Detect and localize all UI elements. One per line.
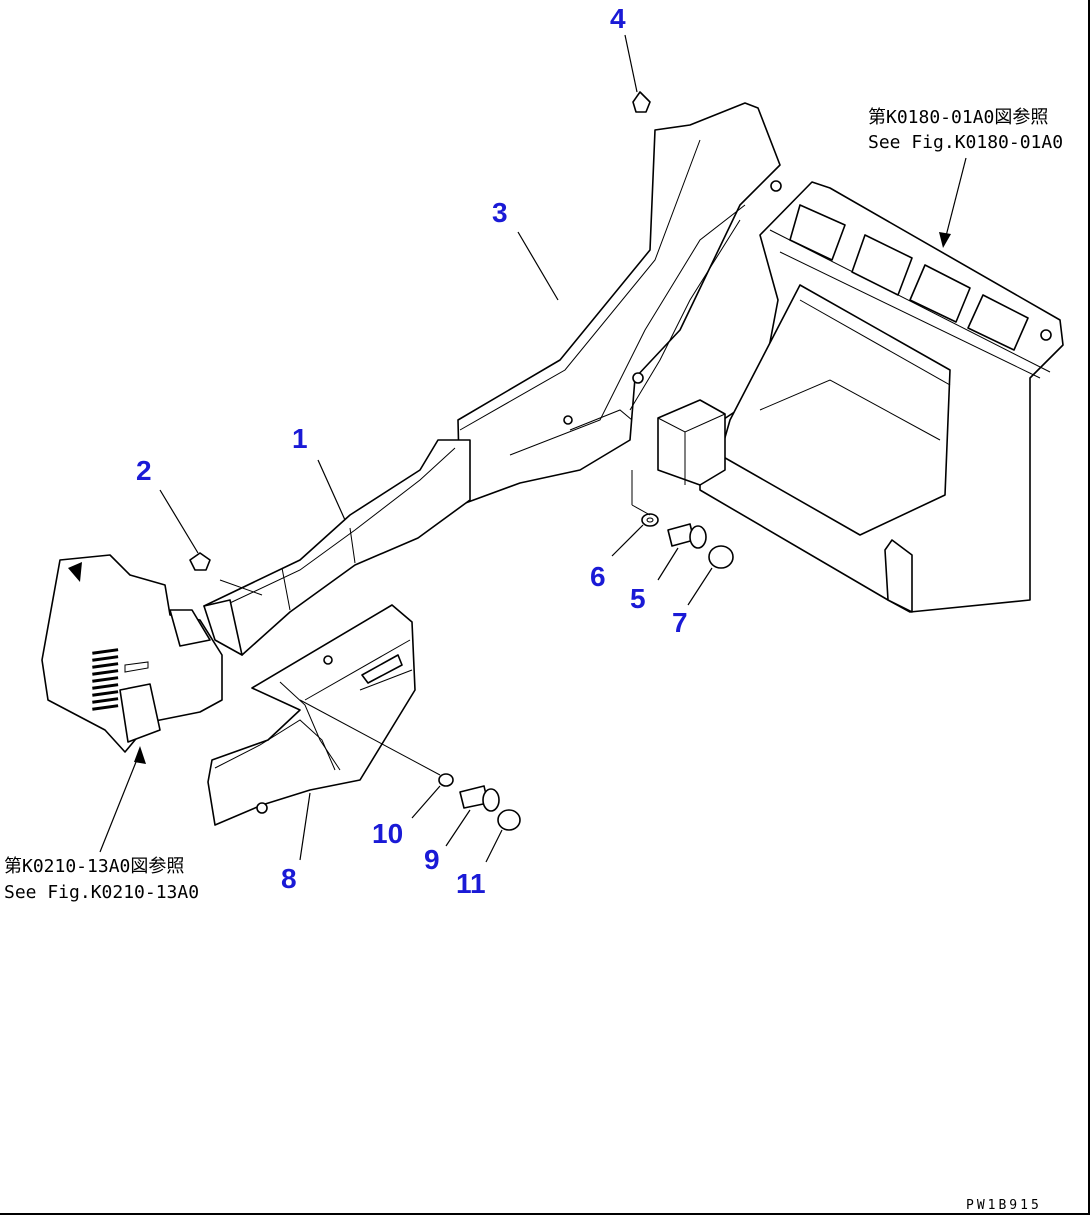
- front-cover: [41, 554, 223, 753]
- vent-slot: [92, 655, 119, 662]
- vent-slot: [92, 648, 119, 655]
- reference-top-right: 第K0180-01A0図参照 See Fig.K0180-01A0: [868, 107, 1063, 153]
- callout-2: 2: [136, 455, 152, 486]
- clip-4: [632, 91, 651, 113]
- clip-2: [189, 552, 211, 571]
- callout-5: 5: [630, 583, 646, 614]
- vent-slot: [92, 697, 119, 704]
- drawing-code: PW1B915: [966, 1198, 1042, 1213]
- cap-7: [708, 545, 734, 569]
- pillar-cover-3: [457, 102, 781, 506]
- callout-8: 8: [281, 863, 297, 894]
- reference-top-right-en: See Fig.K0180-01A0: [868, 132, 1063, 153]
- vent-slot: [92, 683, 119, 690]
- reference-bottom-left-en: See Fig.K0210-13A0: [4, 882, 199, 903]
- trim-strip-1: [203, 439, 471, 656]
- leader-lines: [99, 34, 967, 863]
- vent-slot: [92, 669, 119, 676]
- vent-slot: [92, 676, 119, 683]
- callout-10: 10: [372, 818, 403, 849]
- reference-bottom-left-jp: 第K0210-13A0図参照: [4, 856, 184, 877]
- callout-1: 1: [292, 423, 308, 454]
- callouts: 1 2 3 4 5 6 7 8 9 10 11: [136, 3, 688, 899]
- callout-4: 4: [610, 3, 626, 34]
- vent-slot: [92, 690, 119, 697]
- callout-7: 7: [672, 607, 688, 638]
- reference-top-right-jp: 第K0180-01A0図参照: [868, 107, 1048, 128]
- reference-bottom-left: 第K0210-13A0図参照 See Fig.K0210-13A0: [4, 856, 199, 903]
- bolt-5: [667, 523, 707, 549]
- cap-11: [497, 809, 521, 831]
- washer-6: [641, 513, 659, 527]
- callout-6: 6: [590, 561, 606, 592]
- vent-slot: [92, 704, 119, 711]
- vent-slot: [92, 662, 119, 669]
- callout-3: 3: [492, 197, 508, 228]
- lower-trim-8: [207, 604, 416, 826]
- callout-9: 9: [424, 844, 440, 875]
- cover-vent-grille: [92, 648, 119, 711]
- bolt-9: [459, 785, 500, 812]
- rear-panel: [657, 180, 1064, 613]
- washer-10: [438, 773, 454, 787]
- callout-11: 11: [456, 868, 486, 899]
